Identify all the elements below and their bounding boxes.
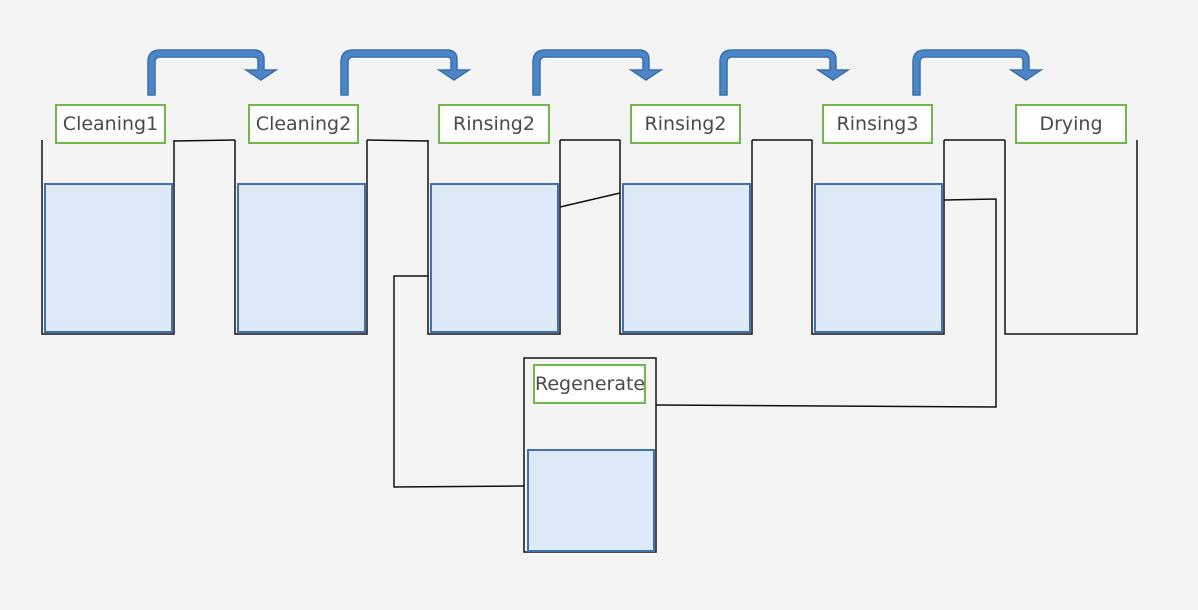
regenerate-return-pipe: [393, 275, 525, 488]
liquid-level: [430, 183, 559, 333]
stage-label-cleaning2: Cleaning2: [248, 104, 359, 144]
tank: [1004, 140, 1138, 335]
tank: [41, 140, 175, 335]
transfer-arrow: [912, 49, 1044, 96]
overflow-pipe: [173, 139, 236, 142]
liquid-level: [44, 183, 173, 333]
stage-label-drying: Drying: [1015, 104, 1127, 144]
transfer-arrow: [532, 49, 664, 96]
regenerate-feed-pipe: [655, 198, 997, 408]
tank: [427, 140, 561, 335]
liquid-level: [237, 183, 366, 333]
tank: [619, 140, 753, 335]
stage-label-cleaning1: Cleaning1: [55, 104, 166, 144]
stage-label-rinsing3: Rinsing3: [822, 104, 933, 144]
overflow-pipe: [366, 139, 429, 142]
liquid-level: [622, 183, 751, 333]
liquid-level: [814, 183, 943, 333]
transfer-arrow: [147, 49, 279, 96]
regenerate-label: Regenerate: [533, 364, 646, 404]
tank: [811, 140, 945, 335]
stage-label-rinsing2-b: Rinsing2: [630, 104, 741, 144]
liquid-level: [527, 449, 655, 552]
connection-pipe: [559, 192, 621, 208]
transfer-arrow: [719, 49, 851, 96]
stage-label-rinsing2-a: Rinsing2: [438, 104, 550, 144]
tank: [234, 140, 368, 335]
transfer-arrow: [340, 49, 472, 96]
